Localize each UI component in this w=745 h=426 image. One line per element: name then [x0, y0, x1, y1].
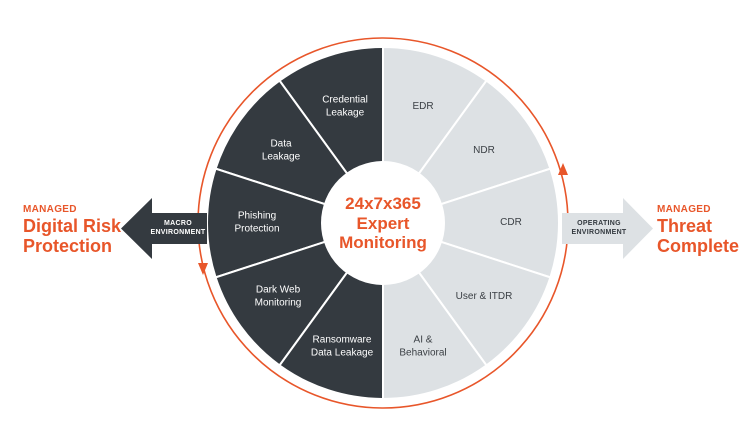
right-title-line: Complete	[657, 236, 740, 256]
macro-environment-arrow	[121, 198, 207, 259]
wheel-segments	[206, 45, 560, 401]
left-kicker: MANAGED	[23, 204, 77, 215]
segment-label-ai-behavioral: AI &Behavioral	[399, 334, 447, 359]
segment-label-ndr: NDR	[473, 144, 495, 156]
operating-environment-arrow	[562, 198, 653, 259]
right-title-line: Threat	[657, 216, 713, 236]
center-circle	[321, 161, 445, 285]
ring-arrowhead-up-icon	[558, 163, 568, 175]
left-title-line: Digital Risk	[23, 216, 122, 236]
segment-label-cdr: CDR	[500, 216, 522, 228]
segment-label-user-itdr: User & ITDR	[455, 290, 513, 302]
segment-label-edr: EDR	[412, 100, 434, 112]
right-kicker: MANAGED	[657, 204, 711, 215]
threat-complete-heading: MANAGED Threat Complete	[657, 203, 739, 256]
left-title-line: Protection	[23, 236, 113, 256]
digital-risk-protection-heading: MANAGED Digital Risk Protection	[23, 203, 121, 256]
ring-arrowhead-down-icon	[198, 263, 208, 275]
